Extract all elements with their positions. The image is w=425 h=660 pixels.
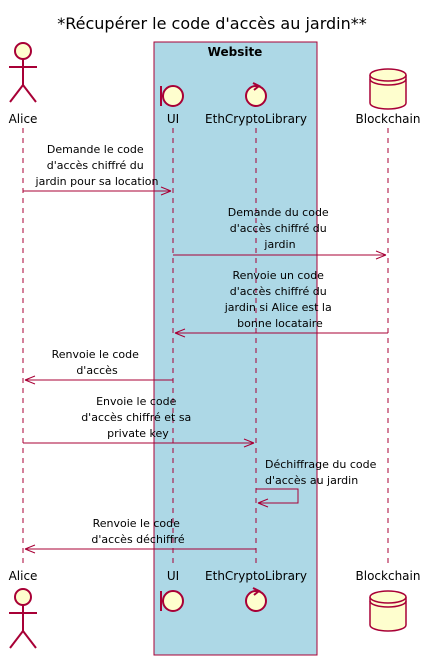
arrow-head	[160, 186, 172, 196]
participant-chain-label-bottom: Blockchain	[356, 569, 421, 583]
participant-chain-label: Blockchain	[356, 112, 421, 126]
participant-lib-label: EthCryptoLibrary	[205, 112, 307, 126]
svg-text:Demande du code d'accès: Demande du code d'accès chiffré du jardi…	[228, 206, 332, 251]
control-icon	[245, 82, 267, 107]
svg-text:Déchiffrage du code d'ac: Déchiffrage du code d'accès au jardin	[265, 458, 380, 487]
boundary-icon	[160, 85, 184, 107]
svg-text:Envoie le code d'accès c: Envoie le code d'accès chiffré et sa pri…	[81, 395, 195, 440]
actor-icon	[9, 42, 37, 103]
actor-icon	[9, 588, 37, 649]
control-icon	[245, 587, 267, 612]
website-box	[153, 41, 318, 656]
participant-alice-label: Alice	[9, 112, 38, 126]
arrow-line	[256, 488, 299, 504]
message-1: Demande le code d'accès chiffré du jardi…	[23, 143, 172, 196]
arrow-head	[24, 375, 36, 385]
message-3: Renvoie un code d'accès chiffré du jardi…	[174, 269, 388, 338]
svg-text:Demande le code d'accès: Demande le code d'accès chiffré du jardi…	[35, 143, 159, 188]
arrow-head	[375, 250, 387, 260]
boundary-icon	[160, 590, 184, 612]
arrow-head	[257, 498, 269, 508]
arrow-head	[243, 438, 255, 448]
participant-alice-label-bottom: Alice	[9, 569, 38, 583]
arrow-head	[174, 328, 186, 338]
website-box-title: Website	[208, 45, 263, 59]
participant-lib-label-bottom: EthCryptoLibrary	[205, 569, 307, 583]
participant-ui-label-bottom: UI	[167, 569, 179, 583]
diagram-title: *Récupérer le code d'accès au jardin**	[57, 14, 367, 33]
svg-text:Renvoie le code d'accès: Renvoie le code d'accès déchiffré	[91, 517, 185, 546]
arrow-head	[24, 544, 36, 554]
message-6: Déchiffrage du code d'accès au jardin	[256, 458, 380, 508]
message-5: Envoie le code d'accès chiffré et sa pri…	[23, 395, 255, 448]
svg-text:Renvoie le code d'accès: Renvoie le code d'accès	[52, 348, 143, 377]
message-4: Renvoie le code d'accès	[24, 348, 173, 385]
message-2: Demande du code d'accès chiffré du jardi…	[173, 206, 387, 260]
message-7: Renvoie le code d'accès déchiffré	[24, 517, 256, 554]
svg-text:Renvoie un code d'accès: Renvoie un code d'accès chiffré du jardi…	[224, 269, 335, 330]
database-icon	[369, 590, 407, 632]
participant-ui-label: UI	[167, 112, 179, 126]
database-icon	[369, 68, 407, 110]
